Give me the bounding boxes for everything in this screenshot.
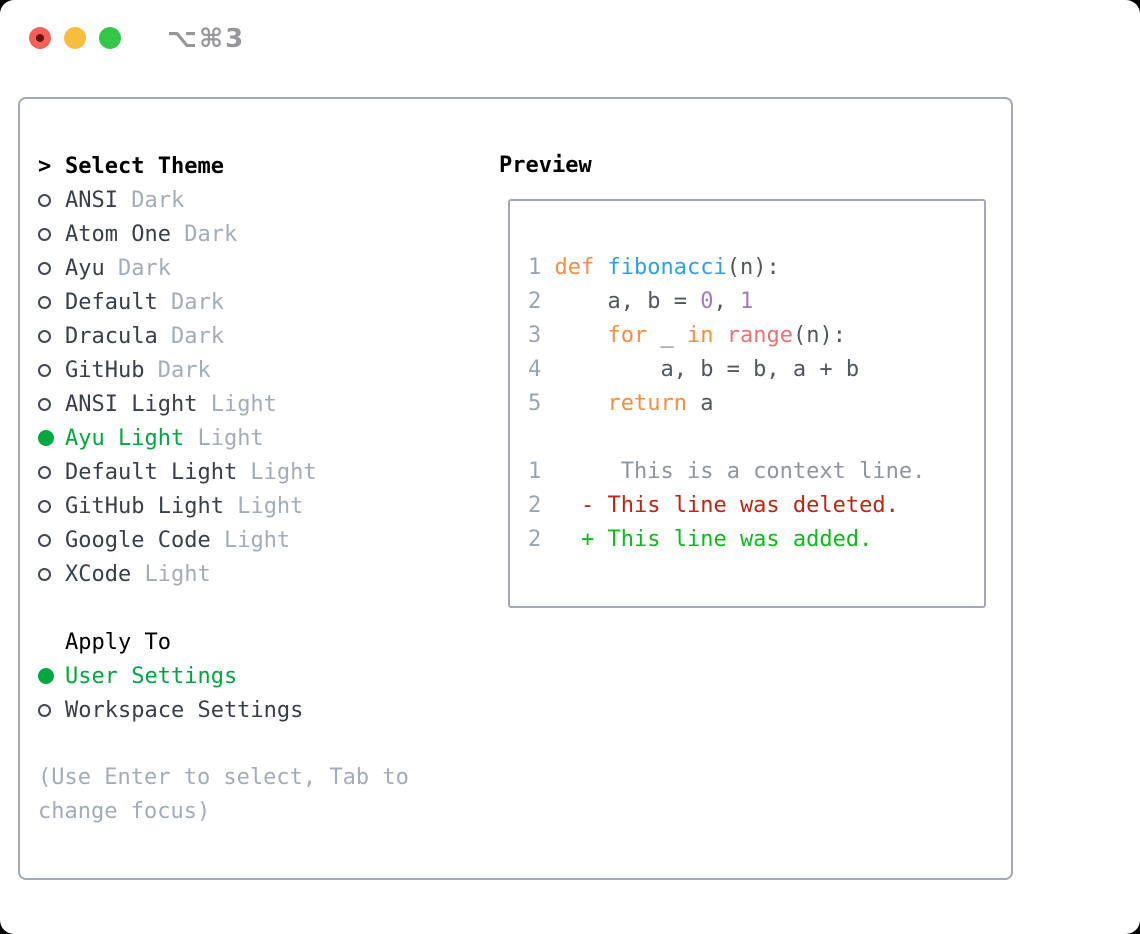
radio-icon: [38, 227, 65, 241]
theme-item-variant: Dark: [157, 323, 224, 349]
theme-item-github-light[interactable]: GitHub Light Light: [38, 489, 317, 523]
theme-item-ayu[interactable]: Ayu Dark: [38, 251, 317, 285]
radio-icon: [38, 261, 65, 275]
theme-item-ansi-light[interactable]: ANSI Light Light: [38, 387, 317, 421]
radio-icon: [38, 329, 65, 343]
theme-item-name: ANSI Light: [65, 391, 198, 417]
theme-item-variant: Dark: [144, 357, 211, 383]
theme-item-variant: Light: [223, 493, 304, 519]
theme-item-name: Ayu: [65, 255, 105, 281]
apply-option-workspace-settings[interactable]: Workspace Settings: [38, 693, 303, 727]
preview-title: Preview: [499, 153, 592, 178]
zoom-button[interactable]: [99, 27, 121, 49]
theme-item-ansi[interactable]: ANSI Dark: [38, 183, 317, 217]
close-dot-icon: [36, 34, 44, 42]
minimize-button[interactable]: [64, 27, 86, 49]
theme-item-name: GitHub: [65, 357, 145, 383]
theme-list-title: Select Theme: [65, 153, 224, 179]
theme-item-name: Google Code: [65, 527, 211, 553]
code-line: 4 a, b = b, a + b: [528, 357, 860, 382]
theme-item-atom-one[interactable]: Atom One Dark: [38, 217, 317, 251]
theme-item-variant: Dark: [170, 221, 238, 247]
theme-item-name: Dracula: [65, 323, 158, 349]
code-line: 5 return a: [528, 391, 714, 416]
radio-selected-icon: [38, 430, 65, 446]
code-line: 2 + This line was added.: [528, 527, 873, 552]
theme-item-ayu-light[interactable]: Ayu Light Light: [38, 421, 317, 455]
apply-option-user-settings[interactable]: User Settings: [38, 659, 303, 693]
radio-icon: [38, 499, 65, 513]
preview-box: 1 def fibonacci(n): 2 a, b = 0, 1 3 for _ …: [508, 199, 986, 608]
radio-icon: [38, 533, 65, 547]
theme-item-name: Default: [65, 289, 158, 315]
radio-selected-icon: [38, 668, 65, 684]
code-line: 1 def fibonacci(n):: [528, 255, 780, 280]
theme-item-name: Ayu Light: [65, 425, 185, 451]
radio-icon: [38, 363, 65, 377]
code-preview: 1 def fibonacci(n): 2 a, b = 0, 1 3 for _ …: [528, 251, 925, 557]
theme-item-dracula[interactable]: Dracula Dark: [38, 319, 317, 353]
radio-icon: [38, 193, 65, 207]
theme-item-default[interactable]: Default Dark: [38, 285, 317, 319]
window-shortcut-label: ⌥⌘3: [167, 24, 246, 54]
radio-icon: [38, 703, 65, 717]
theme-item-variant: Dark: [117, 187, 185, 213]
theme-item-name: XCode: [65, 561, 132, 587]
code-line: 3 for _ in range(n):: [528, 323, 846, 348]
theme-item-variant: Light: [197, 391, 277, 417]
close-button[interactable]: [29, 27, 51, 49]
apply-to-section: Apply To User Settings Workspace Setting…: [38, 625, 303, 727]
theme-item-name: Default Light: [65, 459, 238, 485]
apply-option-label: Workspace Settings: [65, 697, 304, 723]
radio-icon: [38, 465, 65, 479]
code-line: 1 This is a context line.: [528, 459, 926, 484]
theme-item-name: ANSI: [65, 187, 118, 213]
theme-item-variant: Light: [237, 459, 317, 485]
apply-to-title: Apply To: [65, 629, 171, 655]
theme-item-variant: Dark: [157, 289, 224, 315]
radio-icon: [38, 567, 65, 581]
focus-caret-icon: >: [38, 153, 52, 179]
keyboard-hint: (Use Enter to select, Tab to change focu…: [38, 765, 409, 824]
theme-item-name: GitHub Light: [65, 493, 224, 519]
theme-item-github[interactable]: GitHub Dark: [38, 353, 317, 387]
theme-item-variant: Light: [210, 527, 291, 553]
theme-item-variant: Light: [131, 561, 211, 587]
theme-item-variant: Light: [184, 425, 264, 451]
theme-list-header-row: > Select Theme: [38, 149, 317, 183]
radio-icon: [38, 295, 65, 309]
apply-to-header-row: Apply To: [38, 625, 303, 659]
theme-item-variant: Dark: [104, 255, 171, 281]
titlebar: ⌥⌘3: [0, 0, 1140, 76]
theme-item-google-code[interactable]: Google Code Light: [38, 523, 317, 557]
radio-icon: [38, 397, 65, 411]
theme-item-default-light[interactable]: Default Light Light: [38, 455, 317, 489]
code-line: 2 a, b = 0, 1: [528, 289, 754, 314]
code-line: [528, 421, 925, 455]
theme-item-xcode[interactable]: XCode Light: [38, 557, 317, 591]
theme-item-name: Atom One: [65, 221, 171, 247]
code-line: 2 - This line was deleted.: [528, 493, 899, 518]
apply-option-label: User Settings: [65, 663, 238, 689]
